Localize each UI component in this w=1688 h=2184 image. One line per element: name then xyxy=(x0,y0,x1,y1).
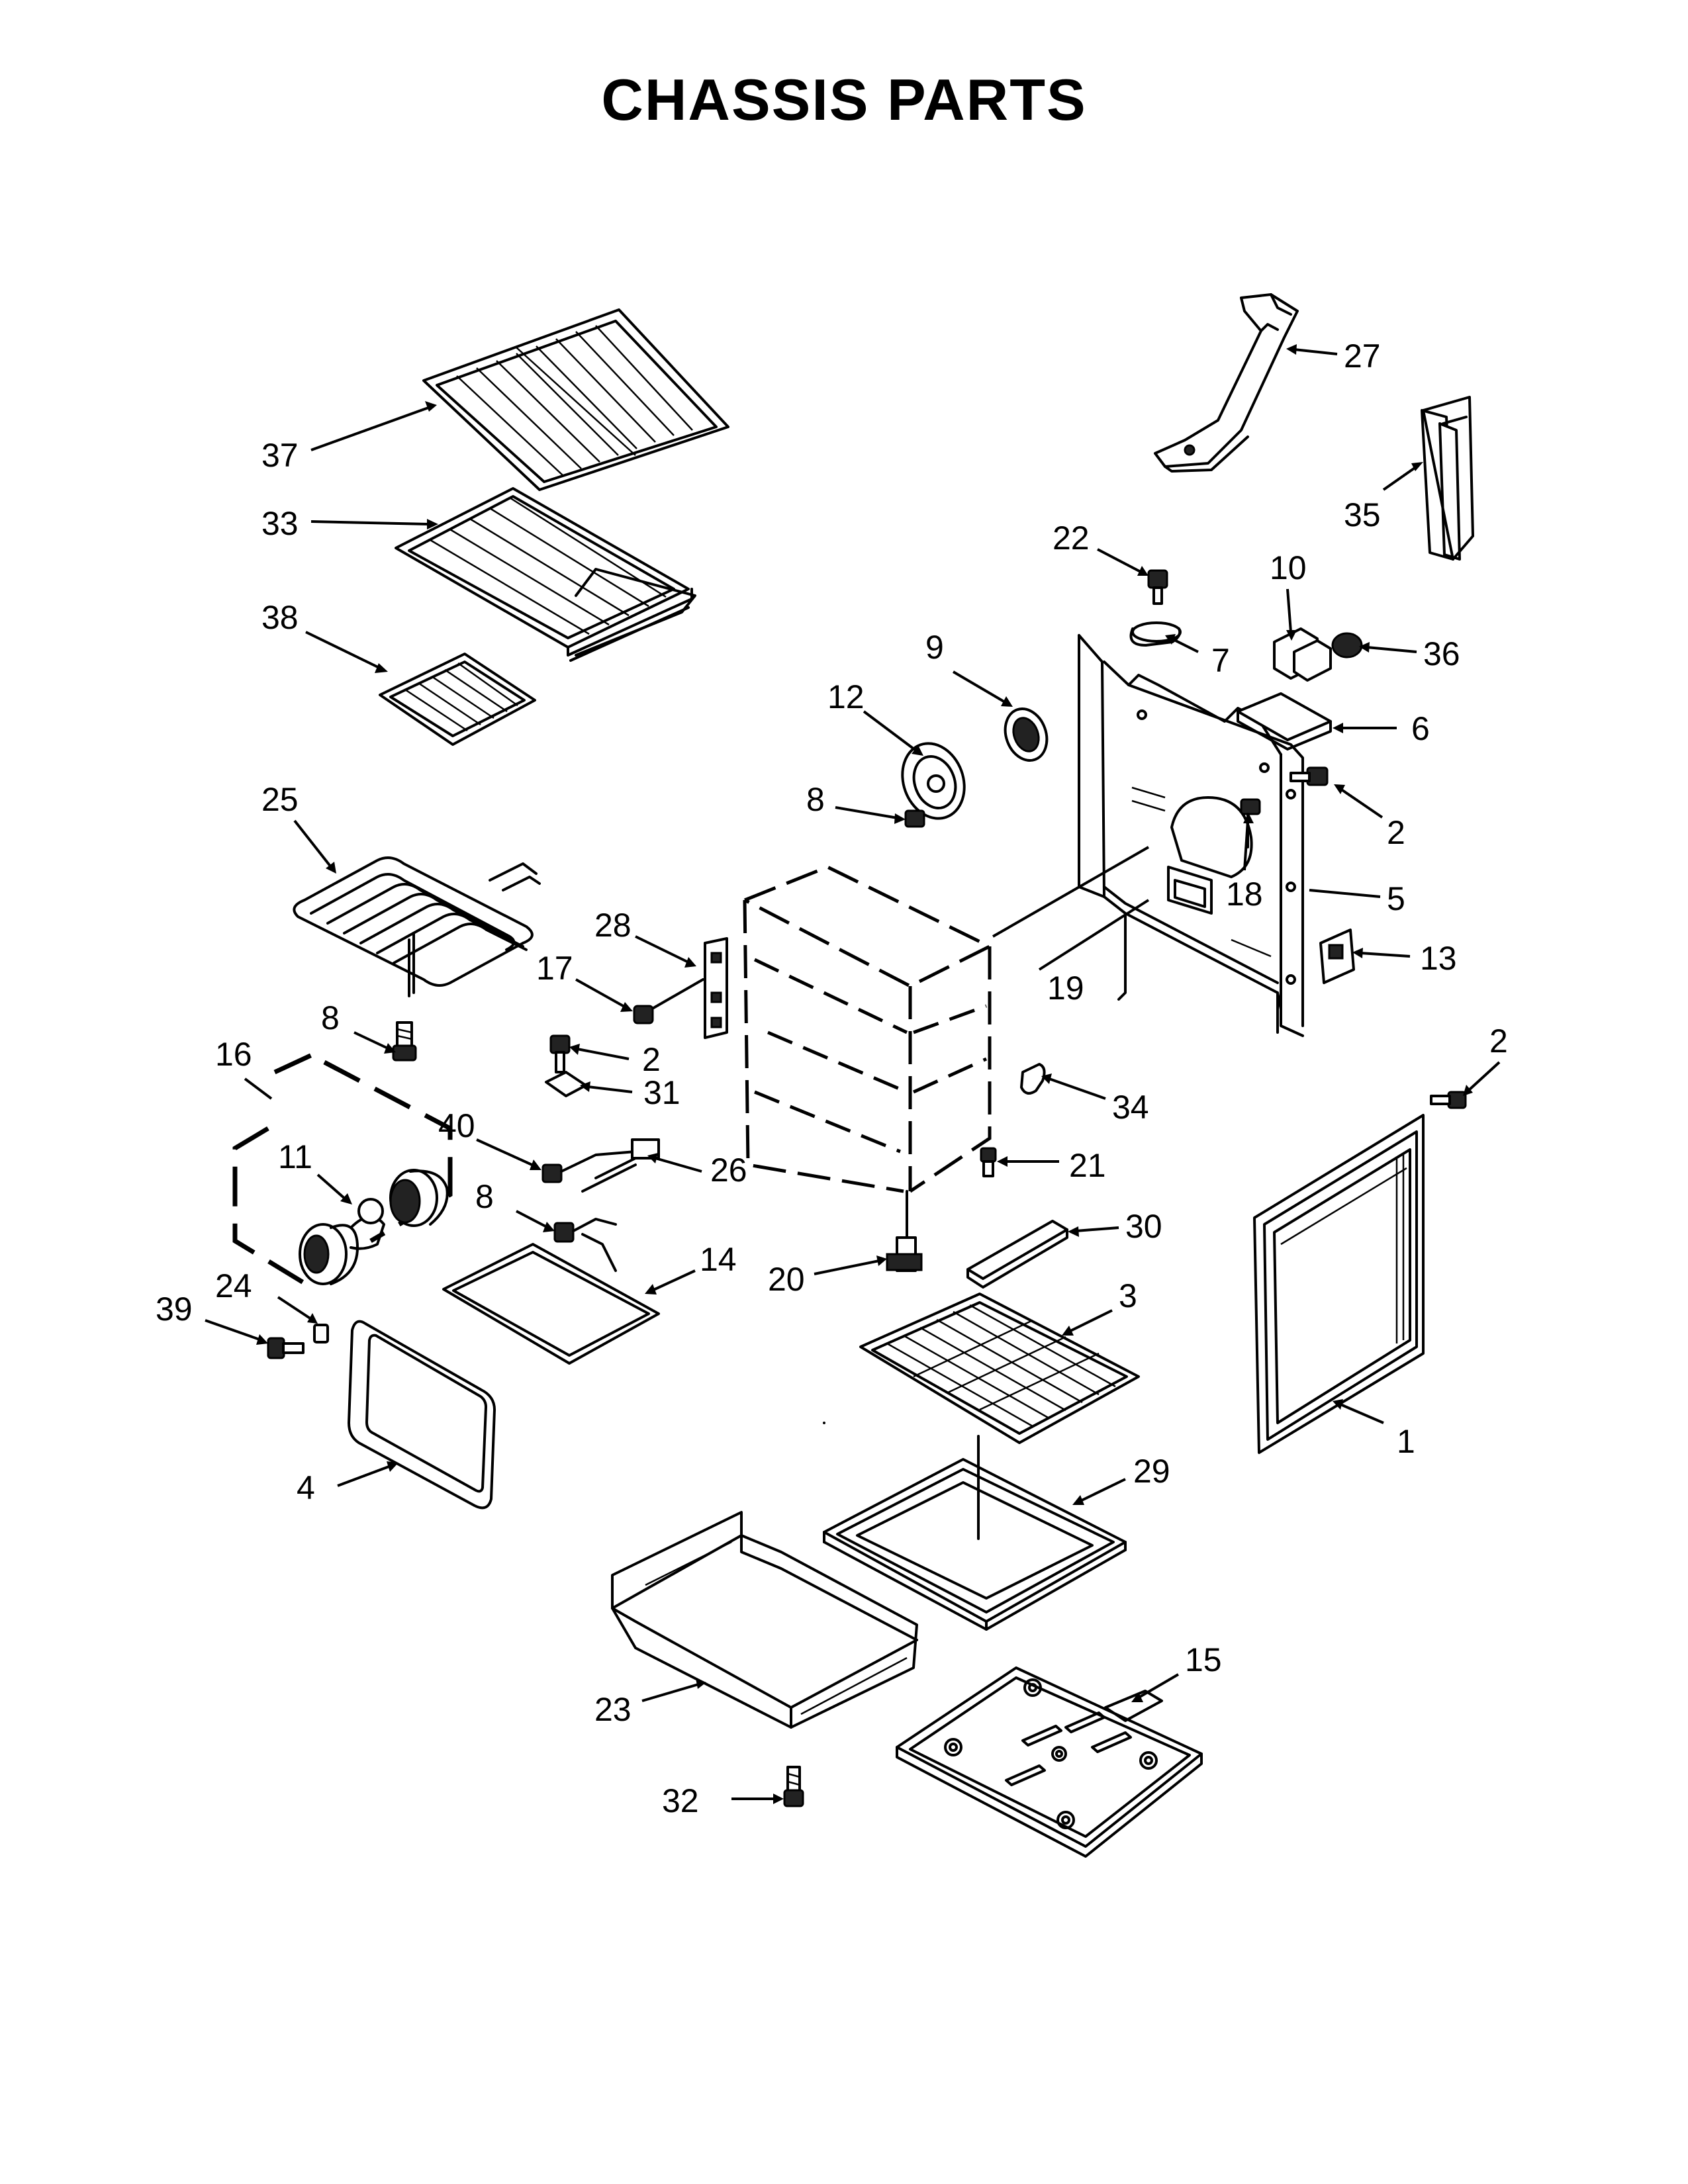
callout-20: 20 xyxy=(768,1261,805,1298)
screw-icon[interactable] xyxy=(392,1021,417,1062)
half-rack-icon[interactable] xyxy=(379,653,536,746)
callout-13: 13 xyxy=(1420,940,1457,977)
bottom-panel-icon[interactable] xyxy=(896,1666,1203,1858)
callout-22: 22 xyxy=(1053,520,1090,557)
callout-38: 38 xyxy=(261,599,299,636)
callout-27: 27 xyxy=(1344,338,1381,375)
chassis-frame-icon[interactable] xyxy=(1078,634,1304,1037)
callout-23: 23 xyxy=(594,1691,632,1728)
screw-icon[interactable] xyxy=(1430,1091,1467,1109)
igniter-icon[interactable] xyxy=(541,1138,660,1193)
drawer-liner-icon[interactable] xyxy=(823,1458,1127,1631)
oven-rack-icon[interactable] xyxy=(422,308,729,491)
vent-duct-icon[interactable] xyxy=(1421,396,1474,561)
terminal-block-icon[interactable] xyxy=(704,937,728,1039)
callout-10: 10 xyxy=(1270,549,1307,586)
callout-16: 16 xyxy=(215,1036,252,1073)
callout-35: 35 xyxy=(1344,496,1381,533)
callout-7: 7 xyxy=(1211,642,1230,679)
callout-15: 15 xyxy=(1185,1641,1222,1678)
callout-24: 24 xyxy=(215,1267,252,1304)
screw-icon[interactable] xyxy=(783,1766,804,1807)
callout-33: 33 xyxy=(261,505,299,542)
page-title: CHASSIS PARTS xyxy=(601,67,1087,132)
stray-dot xyxy=(823,1422,825,1424)
bake-element-icon[interactable] xyxy=(859,1293,1140,1540)
callout-4: 4 xyxy=(297,1469,315,1506)
valve-icon[interactable] xyxy=(1129,569,1182,647)
light-assembly-icon[interactable] xyxy=(232,1050,453,1289)
roll-out-rack-icon[interactable] xyxy=(395,487,696,662)
callout-34: 34 xyxy=(1112,1089,1149,1126)
broil-element-icon[interactable] xyxy=(293,856,541,997)
hinge-receiver-icon[interactable] xyxy=(886,1190,923,1272)
screw-icon[interactable] xyxy=(980,1147,997,1177)
callout-21: 21 xyxy=(1069,1147,1106,1184)
junction-bracket-icon[interactable] xyxy=(1319,929,1355,984)
anti-tip-bracket-icon[interactable] xyxy=(1154,293,1299,473)
callout-40: 40 xyxy=(438,1107,475,1144)
callout-28: 28 xyxy=(594,907,632,944)
callout-5: 5 xyxy=(1387,880,1405,917)
callout-1: 1 xyxy=(1397,1423,1415,1460)
sensor-icon[interactable] xyxy=(633,978,704,1024)
callout-18: 18 xyxy=(1226,876,1263,913)
callout-2-b: 2 xyxy=(1387,814,1405,851)
leader-lines xyxy=(205,344,1501,1804)
oven-cavity-icon[interactable] xyxy=(743,865,994,1193)
callout-14: 14 xyxy=(700,1241,737,1278)
clip-icon[interactable] xyxy=(1020,1063,1046,1095)
callout-37: 37 xyxy=(261,437,299,474)
callout-labels: 37 33 38 25 8 16 11 24 39 4 28 17 2 31 4… xyxy=(156,338,1508,1819)
screw-icon[interactable] xyxy=(267,1324,329,1359)
callout-8-b: 8 xyxy=(475,1178,494,1215)
callout-17: 17 xyxy=(536,950,573,987)
callout-12: 12 xyxy=(827,678,865,715)
callout-25: 25 xyxy=(261,781,299,818)
switch-block-icon[interactable] xyxy=(1237,627,1363,751)
side-panel-icon[interactable] xyxy=(1253,1114,1425,1454)
callout-11: 11 xyxy=(278,1138,312,1175)
callout-2-a: 2 xyxy=(642,1041,661,1078)
callout-29: 29 xyxy=(1133,1453,1170,1490)
callout-19: 19 xyxy=(1047,970,1084,1007)
hidden-bake-element-icon[interactable] xyxy=(442,1218,660,1365)
rail-bracket-icon[interactable] xyxy=(966,1220,1068,1289)
callout-26: 26 xyxy=(710,1152,747,1189)
callout-6: 6 xyxy=(1411,710,1430,747)
callout-2-c: 2 xyxy=(1489,1023,1508,1060)
callout-31: 31 xyxy=(643,1074,680,1111)
callout-3: 3 xyxy=(1119,1277,1137,1314)
screw-icon[interactable] xyxy=(1289,766,1329,786)
callout-39: 39 xyxy=(156,1291,193,1328)
callout-9: 9 xyxy=(925,629,944,666)
callout-30: 30 xyxy=(1125,1208,1162,1245)
callout-36: 36 xyxy=(1423,635,1460,672)
storage-drawer-icon[interactable] xyxy=(611,1511,918,1729)
callout-8-a: 8 xyxy=(321,999,340,1036)
convection-fan-icon[interactable] xyxy=(892,703,1054,828)
callout-32: 32 xyxy=(662,1782,699,1819)
bracket-icon[interactable] xyxy=(545,1034,587,1097)
door-gasket-icon[interactable] xyxy=(348,1320,496,1510)
callout-8-c: 8 xyxy=(806,781,825,818)
